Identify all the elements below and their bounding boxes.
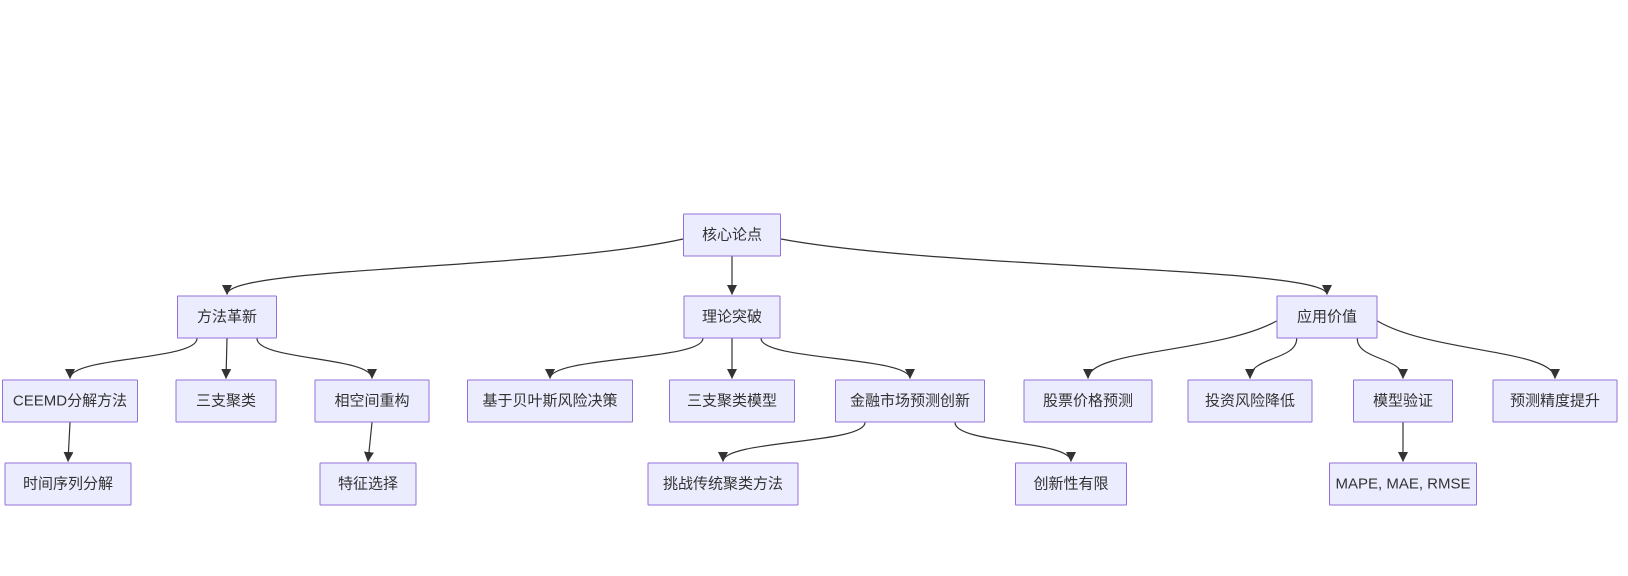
edge-phase-space-reconstruction--feature-selection xyxy=(363,422,374,462)
node-prediction-accuracy-improvement: 预测精度提升 xyxy=(1492,379,1618,423)
node-financial-market-prediction-innovation: 金融市场预测创新 xyxy=(835,379,985,423)
edge-application-value--model-validation xyxy=(1356,338,1408,379)
edge-application-value--stock-price-prediction xyxy=(1083,320,1277,379)
node-method-innovation: 方法革新 xyxy=(177,295,277,339)
node-ceemd-decomposition: CEEMD分解方法 xyxy=(2,379,138,423)
edge-financial-market-prediction-innovation--limited-innovation xyxy=(954,422,1076,462)
edge-financial-market-prediction-innovation--challenge-traditional-clustering xyxy=(718,422,866,462)
node-mape-mae-rmse: MAPE, MAE, RMSE xyxy=(1329,462,1477,506)
node-phase-space-reconstruction: 相空间重构 xyxy=(314,379,430,423)
edge-method-innovation--ceemd-decomposition xyxy=(65,338,198,379)
node-investment-risk-reduction: 投资风险降低 xyxy=(1187,379,1313,423)
node-limited-innovation: 创新性有限 xyxy=(1015,462,1127,506)
edge-theory-breakthrough--financial-market-prediction-innovation xyxy=(760,338,915,379)
node-model-validation: 模型验证 xyxy=(1353,379,1453,423)
edge-core-thesis--method-innovation xyxy=(222,238,684,295)
edge-theory-breakthrough--bayesian-risk-decision xyxy=(545,338,704,379)
edge-group xyxy=(63,238,1560,462)
node-stock-price-prediction: 股票价格预测 xyxy=(1023,379,1153,423)
edge-core-thesis--application-value xyxy=(780,238,1332,295)
edge-application-value--prediction-accuracy-improvement xyxy=(1377,320,1560,379)
node-core-thesis: 核心论点 xyxy=(683,213,781,257)
node-time-series-decomposition: 时间序列分解 xyxy=(4,462,132,506)
edge-ceemd-decomposition--time-series-decomposition xyxy=(63,422,74,462)
edge-method-innovation--phase-space-reconstruction xyxy=(256,338,377,379)
edge-method-innovation--three-way-clustering xyxy=(221,338,232,379)
node-challenge-traditional-clustering: 挑战传统聚类方法 xyxy=(647,462,799,506)
edge-application-value--investment-risk-reduction xyxy=(1245,338,1298,379)
node-three-way-clustering: 三支聚类 xyxy=(175,379,277,423)
node-three-way-clustering-model: 三支聚类模型 xyxy=(669,379,795,423)
node-bayesian-risk-decision: 基于贝叶斯风险决策 xyxy=(467,379,633,423)
node-theory-breakthrough: 理论突破 xyxy=(683,295,781,339)
node-application-value: 应用价值 xyxy=(1276,295,1378,339)
node-feature-selection: 特征选择 xyxy=(319,462,417,506)
